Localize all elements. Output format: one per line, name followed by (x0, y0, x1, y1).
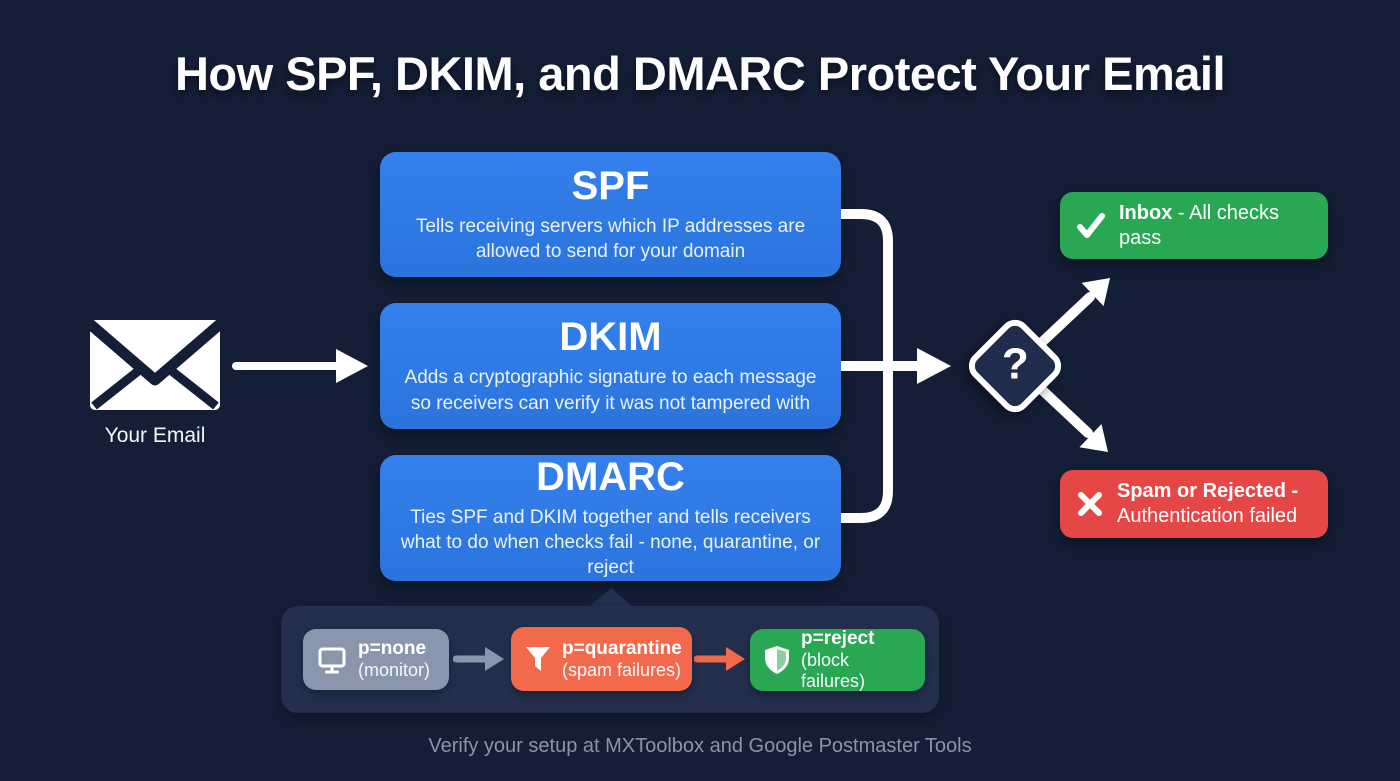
policy-arrow-none-to-quarantine (453, 644, 507, 674)
policy-reject-label: p=reject (block failures) (801, 628, 875, 691)
dmarc-box: DMARC Ties SPF and DKIM together and tel… (380, 455, 841, 581)
policy-reject-box: p=reject (block failures) (750, 628, 925, 691)
panel-caret (589, 588, 633, 607)
dkim-title: DKIM (559, 315, 662, 360)
spf-box: SPF Tells receiving servers which IP add… (380, 152, 841, 277)
spf-description: Tells receiving servers which IP address… (415, 215, 806, 262)
question-mark-icon: ? (1001, 338, 1029, 388)
spam-result-box: Spam or Rejected -Authentication failed (1060, 470, 1328, 538)
page-title: How SPF, DKIM, and DMARC Protect Your Em… (174, 47, 1226, 100)
inbox-result-box: Inbox - All checks pass (1060, 192, 1328, 259)
policy-quarantine-label: p=quarantine (spam failures) (562, 637, 682, 680)
check-icon (1076, 212, 1106, 240)
spam-result-label: Spam or Rejected -Authentication failed (1117, 480, 1299, 527)
inbox-result-label: Inbox - All checks pass (1119, 201, 1280, 249)
dkim-box: DKIM Adds a cryptographic signature to e… (380, 303, 841, 429)
dkim-description: Adds a cryptographic signature to each m… (404, 367, 817, 414)
monitor-icon (317, 646, 347, 674)
email-to-protocols-arrow (230, 346, 372, 386)
protocols-merge-connector (841, 195, 961, 545)
policy-arrow-quarantine-to-reject (694, 644, 748, 674)
x-icon (1076, 490, 1104, 518)
funnel-icon (525, 646, 551, 672)
dmarc-description: Ties SPF and DKIM together and tells rec… (400, 506, 821, 579)
policy-quarantine-box: p=quarantine (spam failures) (511, 627, 692, 691)
envelope-icon (88, 318, 222, 412)
decision-branch-arrows (1030, 262, 1130, 472)
source-email-label: Your Email (104, 424, 206, 447)
spf-title: SPF (571, 163, 650, 208)
shield-icon (764, 645, 790, 675)
policy-none-box: p=none (monitor) (303, 629, 449, 690)
footer-note: Verify your setup at MXToolbox and Googl… (428, 735, 972, 757)
policy-none-label: p=none (monitor) (358, 638, 431, 681)
dmarc-title: DMARC (536, 454, 685, 499)
